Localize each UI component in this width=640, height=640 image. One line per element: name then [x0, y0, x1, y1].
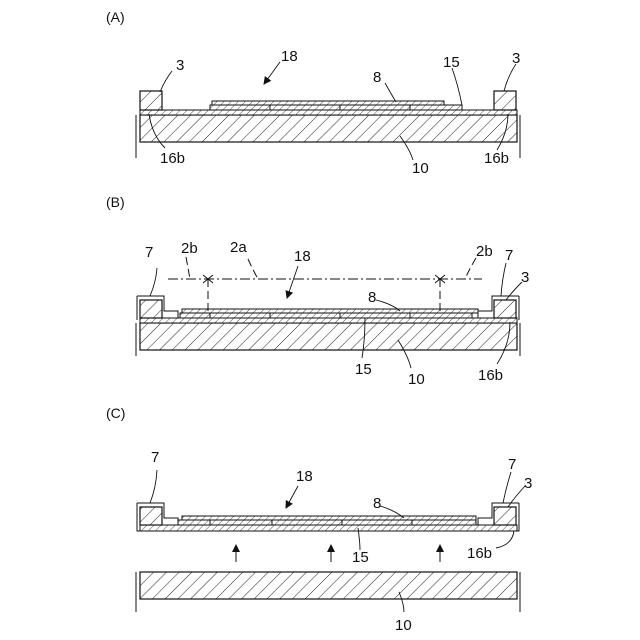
leader-8-a — [385, 83, 396, 102]
ref-10-c: 10 — [395, 617, 412, 634]
frame-left-b — [137, 296, 178, 320]
arrow-18-a — [264, 62, 280, 84]
panel-b-label: (B) — [106, 194, 125, 210]
ref-3-left-a: 3 — [176, 57, 184, 74]
frame-3-left-a — [140, 91, 162, 110]
ref-7-right-b: 7 — [505, 247, 513, 264]
ref-3-right-a: 3 — [512, 50, 520, 67]
ref-3-b: 3 — [521, 269, 529, 286]
ref-16b-b: 16b — [478, 367, 503, 384]
leader-3-right-a — [504, 64, 516, 91]
frame-right-b — [478, 296, 519, 320]
leader-3-c — [508, 486, 525, 507]
leader-16b-c — [496, 531, 514, 548]
panel-c-label: (C) — [106, 405, 125, 421]
substrate-10-b — [136, 323, 520, 356]
ref-2a-b: 2a — [230, 239, 247, 256]
leader-7-left-b — [150, 268, 157, 296]
leader-3-left-a — [160, 71, 172, 92]
ref-16b-left-a: 16b — [160, 150, 185, 167]
ref-18-b: 18 — [294, 248, 311, 265]
ref-16b-right-a: 16b — [484, 150, 509, 167]
layer-8-a — [212, 101, 444, 105]
electrode-segments-a — [210, 105, 462, 110]
substrate-10-a — [136, 115, 520, 158]
leader-2b-left-b — [186, 257, 190, 279]
leader-7-right-c — [503, 472, 511, 503]
lift-arrows-c — [236, 545, 440, 562]
layer-16b-c — [140, 525, 517, 531]
ref-10-b: 10 — [408, 371, 425, 388]
ref-8-a: 8 — [373, 69, 381, 86]
panel-b: (B) — [106, 194, 529, 388]
leader-3-b — [506, 282, 522, 300]
ref-15-c: 15 — [352, 549, 369, 566]
ref-3-c: 3 — [524, 475, 532, 492]
ref-2b-right-b: 2b — [476, 243, 493, 260]
layer-16b-a — [140, 110, 517, 115]
ref-15-b: 15 — [355, 361, 372, 378]
panel-a: (A) 3 18 8 15 3 16b — [106, 9, 520, 177]
ref-8-b: 8 — [368, 289, 376, 306]
ref-7-left-c: 7 — [151, 449, 159, 466]
layer-8-c — [182, 516, 476, 520]
ref-10-a: 10 — [412, 160, 429, 177]
ref-18-a: 18 — [281, 48, 298, 65]
layer-8-b — [182, 309, 478, 313]
ref-2b-left-b: 2b — [181, 240, 198, 257]
layer-16b-b — [140, 318, 517, 323]
frame-3-right-a — [494, 91, 516, 110]
leader-2a-b — [248, 259, 258, 279]
leader-7-right-b — [501, 263, 506, 296]
ref-16b-c: 16b — [467, 545, 492, 562]
substrate-10-c — [136, 572, 520, 612]
panel-c: (C) — [106, 405, 532, 634]
leader-15-a — [452, 68, 462, 105]
leader-2b-right-b — [465, 258, 476, 279]
ref-7-right-c: 7 — [508, 456, 516, 473]
ref-7-left-b: 7 — [145, 244, 153, 261]
arrow-18-c — [286, 486, 298, 508]
leader-7-left-c — [150, 470, 157, 503]
arrow-18-b — [287, 266, 298, 298]
panel-a-label: (A) — [106, 9, 125, 25]
electrode-segments-b — [180, 313, 472, 318]
ref-18-c: 18 — [296, 468, 313, 485]
electrode-segments-c — [178, 520, 476, 525]
ref-15-a: 15 — [443, 54, 460, 71]
ref-8-c: 8 — [373, 495, 381, 512]
